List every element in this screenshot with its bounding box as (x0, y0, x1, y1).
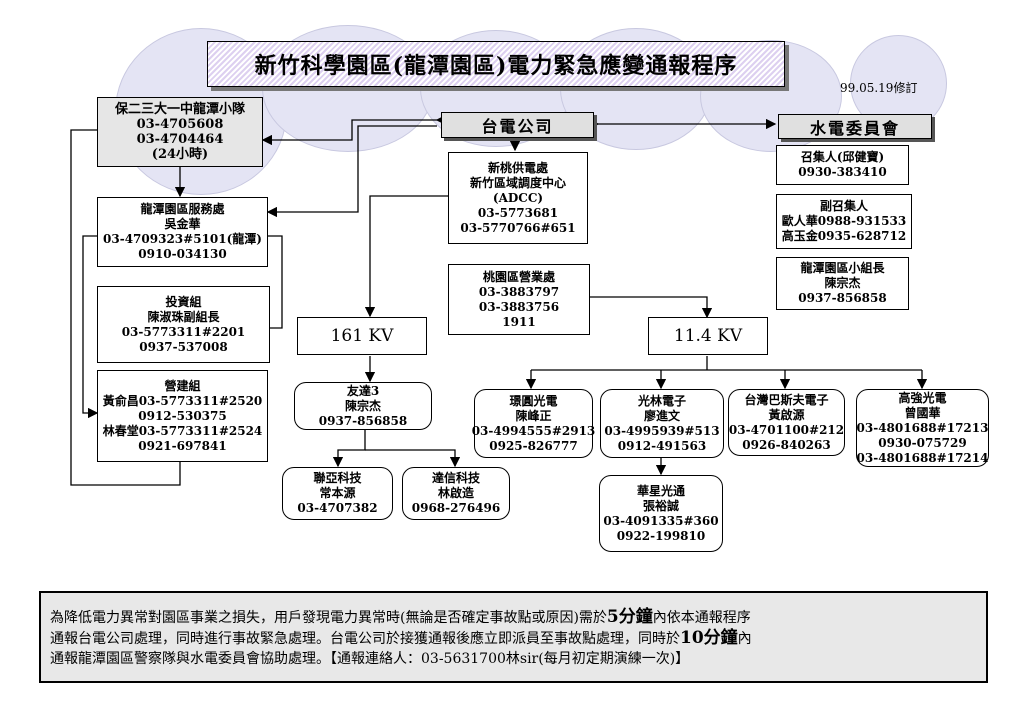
notice-line-1-text-c: 內依本通報程序 (652, 610, 751, 626)
police-line-2: 03-4705608 (136, 117, 224, 132)
investment-line-4: 0937-537008 (139, 339, 228, 354)
lianya-line-3: 03-4707382 (297, 501, 378, 515)
gaoqiang-line-5: 03-4801688#17214 (856, 450, 989, 465)
construction-line-1: 營建組 (164, 378, 201, 393)
lianya-line-2: 常本源 (319, 486, 356, 500)
leader-line-1: 龍潭園區小組長 (800, 261, 885, 275)
notice-line-3: 通報龍潭園區警察隊與水電委員會協助處理。【通報連絡人：03-5631700林si… (50, 651, 690, 667)
vice-convener-line-3: 高玉金0935-628712 (781, 229, 907, 243)
daxin-line-3: 0968-276496 (411, 501, 501, 515)
adcc-line-3: (ADCC) (492, 190, 544, 205)
convener-line-2: 0930-383410 (798, 165, 887, 179)
police-unit-box: 保二三大一中龍潭小隊 03-4705608 03-4704464 (24小時) (97, 97, 263, 167)
service-line-2: 吳金華 (164, 217, 201, 231)
guanglin-box: 光林電子 廖進文 03-4995939#513 0912-491563 (600, 389, 724, 458)
taoyuan-line-4: 1911 (502, 314, 536, 329)
lianya-box: 聯亞科技 常本源 03-4707382 (282, 467, 393, 520)
youda-line-1: 友達3 (346, 383, 380, 398)
adcc-line-2: 新竹區域調度中心 (469, 175, 566, 190)
guanglin-line-1: 光林電子 (637, 393, 686, 408)
vice-convener-line-1: 副召集人 (819, 199, 868, 213)
adcc-line-5: 03-5770766#651 (460, 220, 576, 235)
huaxing-line-3: 03-4091335#360 (603, 513, 719, 528)
huanyuan-box: 璟圓光電 陳峰正 03-4994555#2913 0925-826777 (471, 389, 596, 458)
police-line-1: 保二三大一中龍潭小隊 (114, 102, 245, 117)
gaoqiang-box: 高強光電 曾國華 03-4801688#17213 0930-075729 03… (856, 389, 989, 467)
taoyuan-line-2: 03-3883797 (478, 284, 560, 299)
basf-line-4: 0926-840263 (742, 437, 831, 452)
leader-line-2: 陳宗杰 (824, 276, 861, 290)
vice-convener-box: 副召集人 歐人華0988-931533 高玉金0935-628712 (776, 194, 912, 249)
notice-line-1-text-a: 為降低電力異常對園區事業之損失，用戶發現電力異常時(無論是否確定事故點或原因)需… (50, 610, 607, 626)
service-line-1: 龍潭園區服務處 (140, 202, 225, 216)
page-title: 新竹科學園區(龍潭園區)電力緊急應變通報程序 (207, 41, 785, 87)
huanyuan-line-2: 陳峰正 (515, 408, 552, 423)
notice-line-2-text-a: 通報台電公司處理，同時進行事故緊急處理。台電公司於接獲通報後應立即派員至事故點處… (50, 631, 680, 647)
daxin-line-1: 達信科技 (431, 471, 480, 485)
adcc-line-4: 03-5773681 (477, 205, 559, 220)
investment-line-1: 投資組 (165, 294, 202, 309)
construction-group-box: 營建組 黃俞昌03-5773311#2520 0912-530375 林春堂03… (97, 370, 268, 462)
notice-line-1: 為降低電力異常對園區事業之損失，用戶發現電力異常時(無論是否確定事故點或原因)需… (50, 607, 978, 628)
taiwan-basf-box: 台灣巴斯夫電子 黃啟源 03-4701100#212 0926-840263 (728, 389, 845, 456)
huaxing-line-2: 張裕誠 (642, 498, 679, 513)
notice-highlight-5min: 5分鐘 (606, 607, 653, 627)
notice-box: 為降低電力異常對園區事業之損失，用戶發現電力異常時(無論是否確定事故點或原因)需… (39, 591, 988, 683)
leader-line-3: 0937-856858 (798, 291, 887, 305)
taoyuan-line-3: 03-3883756 (478, 299, 560, 314)
basf-line-3: 03-4701100#212 (728, 422, 845, 437)
vice-convener-line-2: 歐人華0988-931533 (781, 214, 907, 228)
construction-line-5: 0921-697841 (138, 438, 227, 453)
guanglin-line-3: 03-4995939#513 (604, 423, 720, 438)
basf-line-1: 台灣巴斯夫電子 (744, 392, 829, 407)
convener-box: 召集人(邱健寶) 0930-383410 (776, 145, 909, 185)
basf-line-2: 黃啟源 (768, 407, 805, 422)
daxin-line-2: 林啟造 (437, 486, 474, 500)
guanglin-line-4: 0912-491563 (617, 438, 707, 453)
huanyuan-line-4: 0925-826777 (489, 438, 578, 453)
investment-group-box: 投資組 陳淑珠副組長 03-5773311#2201 0937-537008 (97, 286, 270, 363)
youda-box: 友達3 陳宗杰 0937-856858 (294, 382, 432, 430)
kv114-box: 11.4 KV (648, 317, 768, 355)
construction-line-4: 林春堂03-5773311#2524 (102, 423, 263, 438)
longtan-leader-box: 龍潭園區小組長 陳宗杰 0937-856858 (776, 257, 909, 310)
service-line-3: 03-4709323#5101(龍潭) (103, 232, 262, 246)
adcc-line-1: 新桃供電處 (487, 160, 548, 175)
service-line-4: 0910-034130 (138, 247, 227, 261)
taoyuan-line-1: 桃園區營業處 (482, 269, 555, 284)
revision-date: 99.05.19修訂 (840, 81, 918, 95)
water-committee-header: 水電委員會 (778, 114, 932, 139)
investment-line-2: 陳淑珠副組長 (147, 309, 220, 324)
construction-line-3: 0912-530375 (138, 408, 227, 423)
huaxing-box: 華星光通 張裕誠 03-4091335#360 0922-199810 (599, 475, 723, 552)
gaoqiang-line-2: 曾國華 (904, 405, 941, 420)
investment-line-3: 03-5773311#2201 (121, 324, 246, 339)
police-line-4: (24小時) (151, 147, 209, 162)
convener-line-1: 召集人(邱健寶) (800, 150, 885, 164)
police-line-3: 03-4704464 (136, 132, 224, 147)
gaoqiang-line-3: 03-4801688#17213 (856, 420, 989, 435)
kv161-box: 161 KV (297, 317, 427, 355)
huanyuan-line-3: 03-4994555#2913 (471, 423, 596, 438)
service-office-box: 龍潭園區服務處 吳金華 03-4709323#5101(龍潭) 0910-034… (97, 197, 268, 267)
taipower-header: 台電公司 (441, 112, 594, 138)
youda-line-2: 陳宗杰 (344, 398, 381, 413)
huaxing-line-1: 華星光通 (636, 483, 685, 498)
notice-line-2: 通報台電公司處理，同時進行事故緊急處理。台電公司於接獲通報後應立即派員至事故點處… (50, 628, 978, 649)
taoyuan-office-box: 桃園區營業處 03-3883797 03-3883756 1911 (448, 264, 590, 335)
gaoqiang-line-1: 高強光電 (898, 390, 947, 405)
gaoqiang-line-4: 0930-075729 (878, 435, 967, 450)
huaxing-line-4: 0922-199810 (616, 528, 706, 543)
notice-line-2-text-c: 內 (737, 631, 752, 647)
huanyuan-line-1: 璟圓光電 (509, 393, 558, 408)
guanglin-line-2: 廖進文 (643, 408, 680, 423)
youda-line-3: 0937-856858 (318, 413, 408, 428)
notice-highlight-10min: 10分鐘 (680, 628, 738, 648)
adcc-box: 新桃供電處 新竹區域調度中心 (ADCC) 03-5773681 03-5770… (448, 152, 588, 244)
daxin-box: 達信科技 林啟造 0968-276496 (402, 467, 510, 520)
lianya-line-1: 聯亞科技 (313, 471, 362, 485)
construction-line-2: 黃俞昌03-5773311#2520 (102, 393, 263, 408)
